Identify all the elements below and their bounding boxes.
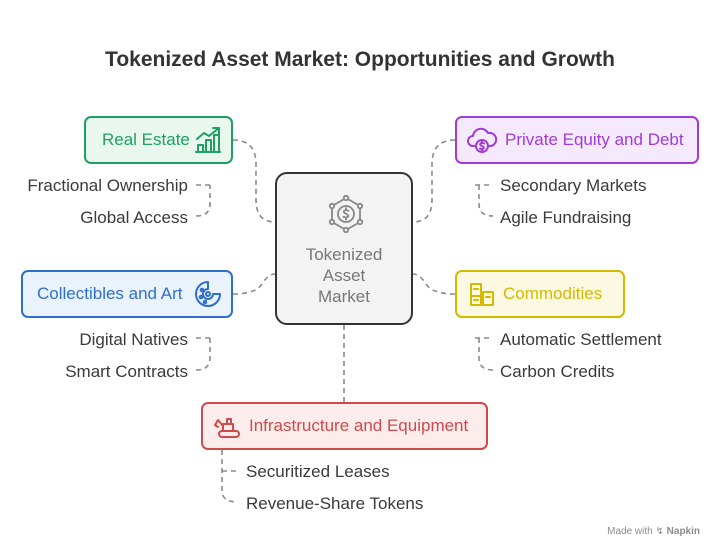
goods-icon — [467, 279, 497, 309]
collectibles-label: Collectibles and Art — [37, 284, 183, 303]
sub-item: Securitized Leases — [246, 462, 390, 481]
footer-prefix: Made with — [607, 526, 653, 537]
private-equity-box[interactable]: Private Equity and Debt — [455, 116, 699, 164]
sub-item: Carbon Credits — [500, 362, 615, 381]
napkin-logo-icon: ↯ — [655, 526, 664, 537]
sub-item: Revenue-Share Tokens — [246, 494, 424, 513]
infrastructure-box[interactable]: Infrastructure and Equipment — [201, 402, 488, 450]
real-estate-box[interactable]: Real Estate — [84, 116, 233, 164]
commodities-label: Commodities — [503, 284, 603, 303]
sub-item: Automatic Settlement — [500, 330, 662, 349]
growth-chart-icon — [193, 125, 223, 155]
commodities-box[interactable]: Commodities — [455, 270, 625, 318]
collectibles-box[interactable]: Collectibles and Art — [21, 270, 233, 318]
center-label-line: Tokenized — [305, 245, 383, 264]
palette-icon — [193, 279, 223, 309]
infrastructure-label: Infrastructure and Equipment — [249, 416, 469, 435]
footer-brand: Napkin — [666, 526, 700, 537]
diagram-title: Tokenized Asset Market: Opportunities an… — [105, 48, 615, 71]
excavator-icon — [213, 411, 243, 441]
cloud-dollar-icon — [467, 125, 497, 155]
center-node[interactable]: Tokenized Asset Market — [275, 172, 413, 325]
sub-item: Fractional Ownership — [27, 176, 188, 195]
center-label-line: Asset — [322, 266, 366, 285]
private-equity-label: Private Equity and Debt — [505, 130, 684, 149]
center-label-line: Market — [318, 287, 370, 306]
center-label: Tokenized Asset Market — [277, 244, 411, 307]
footer-credit[interactable]: Made with ↯ Napkin — [607, 526, 700, 537]
sub-item: Smart Contracts — [65, 362, 188, 381]
sub-item: Digital Natives — [79, 330, 188, 349]
sub-item: Secondary Markets — [500, 176, 647, 195]
real-estate-label: Real Estate — [102, 130, 190, 149]
dollar-network-icon — [327, 194, 365, 234]
sub-item: Agile Fundraising — [500, 208, 632, 227]
sub-item: Global Access — [80, 208, 188, 227]
